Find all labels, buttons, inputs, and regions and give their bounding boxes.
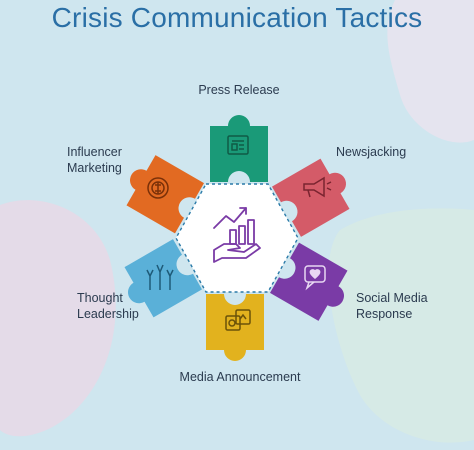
center-hexagon xyxy=(175,183,299,293)
growth-chart-hand-icon xyxy=(213,207,261,263)
puzzle-piece-thought-leadership xyxy=(124,239,203,318)
newspaper-icon xyxy=(227,135,249,155)
label-thought-leadership: Thought Leadership xyxy=(77,291,139,321)
puzzle-piece-media-announcement xyxy=(206,294,264,361)
media-posts-icon xyxy=(225,309,251,331)
puzzle-piece-press-release xyxy=(210,115,268,182)
heart-chat-icon xyxy=(304,265,326,291)
puzzle-piece-newsjacking xyxy=(271,158,350,237)
megaphone-icon xyxy=(303,176,332,198)
label-newsjacking: Newsjacking xyxy=(336,145,407,159)
label-media-announcement: Media Announcement xyxy=(179,370,301,384)
target-dollar-icon xyxy=(147,177,169,199)
page-title: Crisis Communication Tactics xyxy=(51,2,423,33)
hands-raised-icon xyxy=(146,264,174,290)
label-social-media-response: Social Media Response xyxy=(356,291,428,321)
label-press-release: Press Release xyxy=(198,83,280,97)
label-influencer-marketing: Influencer Marketing xyxy=(67,145,122,175)
